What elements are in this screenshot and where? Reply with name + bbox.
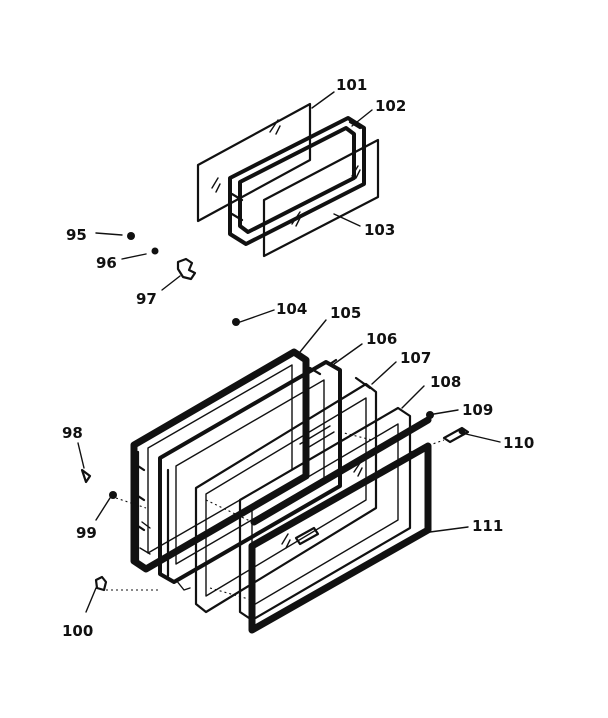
leader-105 bbox=[299, 319, 327, 353]
callout-101: 101 bbox=[336, 76, 367, 94]
part-98-screw bbox=[80, 468, 92, 484]
part-101-glass-panel bbox=[196, 102, 312, 223]
leader-96 bbox=[121, 253, 147, 260]
assembly-line-lower bbox=[209, 587, 253, 601]
leader-97 bbox=[161, 275, 181, 291]
part-95-screw bbox=[127, 232, 135, 240]
leader-108 bbox=[401, 385, 425, 409]
callout-110: 110 bbox=[503, 434, 534, 452]
part-110-hinge-plate bbox=[442, 426, 470, 444]
leader-109 bbox=[433, 409, 459, 415]
part-96-washer bbox=[151, 247, 159, 255]
callout-96: 96 bbox=[96, 254, 117, 272]
part-97-clip bbox=[176, 257, 197, 281]
part-106-inner-panel bbox=[158, 358, 342, 591]
leader-95 bbox=[95, 232, 123, 236]
part-111-trim-frame bbox=[248, 442, 432, 634]
part-99-screw bbox=[109, 491, 117, 499]
callout-104: 104 bbox=[276, 300, 307, 318]
callout-97: 97 bbox=[136, 290, 157, 308]
part-103-glass-panel bbox=[262, 138, 380, 258]
door-assembly bbox=[80, 318, 470, 634]
leader-110 bbox=[465, 433, 501, 443]
leader-107 bbox=[371, 361, 397, 385]
callout-107: 107 bbox=[400, 349, 431, 367]
callout-98: 98 bbox=[62, 424, 83, 442]
callout-106: 106 bbox=[366, 330, 397, 348]
leader-101 bbox=[311, 91, 335, 109]
assembly-line-107 bbox=[339, 431, 373, 441]
callout-95: 95 bbox=[66, 226, 87, 244]
callout-108: 108 bbox=[430, 373, 461, 391]
leader-99 bbox=[95, 497, 111, 521]
callout-100: 100 bbox=[62, 622, 93, 640]
leader-102 bbox=[351, 109, 373, 127]
leader-100 bbox=[85, 587, 97, 613]
callout-labels: 101 102 103 95 96 97 104 105 106 107 108… bbox=[62, 76, 534, 640]
part-109-gasket bbox=[250, 411, 434, 526]
hardware-95-97 bbox=[95, 232, 197, 291]
leader-111 bbox=[429, 526, 469, 533]
callout-103: 103 bbox=[364, 221, 395, 239]
leader-103 bbox=[333, 213, 361, 227]
leader-lines bbox=[77, 91, 501, 613]
leader-106 bbox=[333, 343, 363, 365]
assembly-line-108 bbox=[205, 499, 253, 523]
part-104-screw bbox=[232, 318, 240, 326]
part-107-door-liner bbox=[194, 376, 378, 614]
callout-99: 99 bbox=[76, 524, 97, 542]
part-100-bumper bbox=[94, 575, 108, 592]
callout-102: 102 bbox=[375, 97, 406, 115]
upper-window-assembly bbox=[196, 102, 380, 258]
callout-111: 111 bbox=[472, 517, 503, 535]
leader-104 bbox=[239, 309, 275, 323]
callout-105: 105 bbox=[330, 304, 361, 322]
leader-98 bbox=[77, 442, 85, 469]
assembly-line-110 bbox=[409, 439, 445, 453]
callout-109: 109 bbox=[462, 401, 493, 419]
assembly-line-99 bbox=[115, 497, 147, 509]
part-102-window-frame bbox=[228, 116, 366, 246]
